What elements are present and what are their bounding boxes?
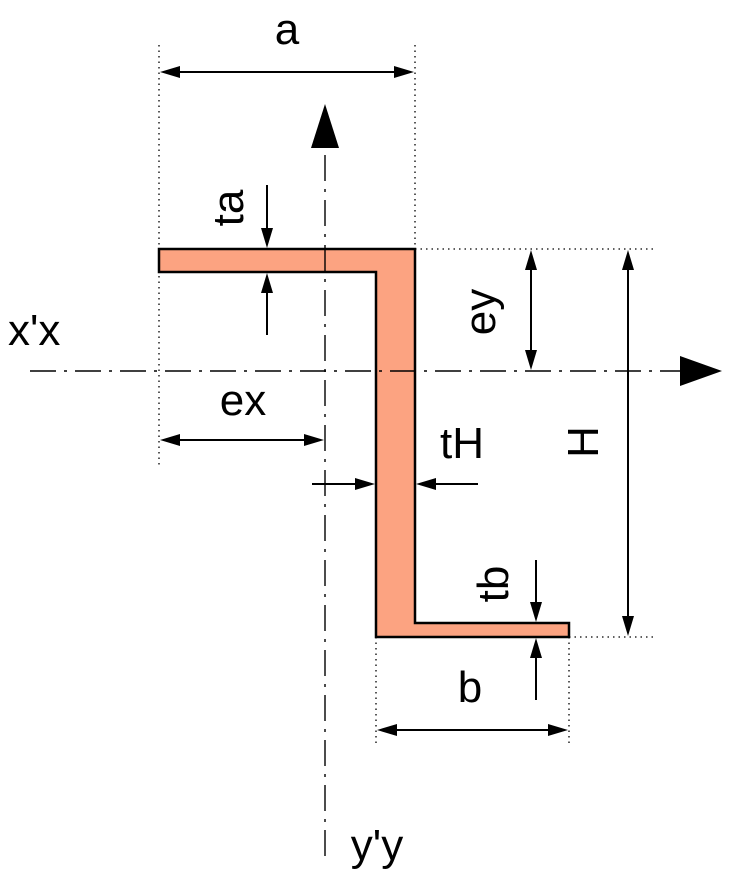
y-axis-arrowhead xyxy=(311,104,339,148)
label-b: b xyxy=(458,663,482,712)
dimension-a xyxy=(160,66,414,78)
dimension-b xyxy=(377,724,568,736)
label-H: H xyxy=(559,426,608,458)
label-ta: ta xyxy=(204,189,253,226)
x-axis-arrowhead xyxy=(680,356,722,386)
dimension-tb xyxy=(530,560,542,700)
dimension-tH xyxy=(312,478,478,490)
label-ey: ey xyxy=(456,289,505,335)
dimension-H xyxy=(622,250,634,636)
dimension-ex xyxy=(160,434,324,446)
label-tH: tH xyxy=(440,419,484,468)
label-yy: y'y xyxy=(351,821,403,870)
dimension-ta xyxy=(261,185,273,335)
label-xx: x'x xyxy=(8,306,60,355)
dimension-ey xyxy=(525,250,537,370)
label-ex: ex xyxy=(220,376,266,425)
label-a: a xyxy=(275,5,300,54)
extension-lines xyxy=(158,45,655,745)
label-tb: tb xyxy=(469,566,518,603)
